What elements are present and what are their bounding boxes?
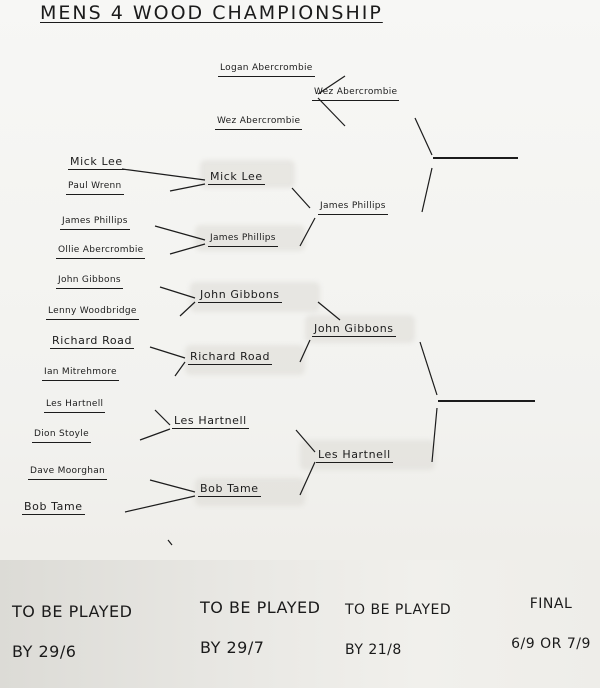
round2-player: Richard Road — [188, 350, 273, 365]
round2-player: John Gibbons — [198, 288, 282, 303]
schedule-date: 6/9 OR 7/9 — [511, 636, 591, 652]
round2-player: Mick Lee — [208, 170, 265, 185]
smudge — [185, 345, 305, 375]
schedule-round1: TO BE PLAYED BY 29/6 — [12, 592, 132, 672]
round2-player: Bob Tame — [198, 482, 261, 497]
schedule-date: BY 29/7 — [200, 638, 265, 657]
schedule-semifinal: TO BE PLAYED BY 21/8 — [345, 590, 451, 670]
round1-player: Richard Road — [50, 334, 135, 349]
semifinal-player: James Phillips — [318, 200, 388, 215]
round1-player: Mick Lee — [68, 155, 125, 170]
schedule-label: FINAL — [529, 596, 573, 612]
schedule-label: TO BE PLAYED — [200, 598, 321, 617]
round2-player: James Phillips — [208, 232, 278, 247]
round2-player: Wez Abercrombie — [312, 86, 400, 101]
schedule-label: TO BE PLAYED — [345, 602, 452, 618]
round1-player: Paul Wrenn — [66, 180, 124, 195]
shadow-band — [0, 560, 600, 688]
semifinal-player: Les Hartnell — [316, 448, 393, 463]
schedule-final: FINAL 6/9 OR 7/9 — [508, 584, 594, 664]
round2-player: Les Hartnell — [172, 414, 249, 429]
page-title: MENS 4 WOOD CHAMPIONSHIP — [40, 2, 383, 24]
schedule-round2: TO BE PLAYED BY 29/7 — [200, 588, 320, 668]
round1-player: Les Hartnell — [44, 398, 106, 413]
round1-player: Dave Moorghan — [28, 465, 108, 480]
smudge — [190, 282, 320, 312]
round1-player: Dion Stoyle — [32, 428, 91, 443]
semifinal-player: John Gibbons — [312, 322, 396, 337]
schedule-date: BY 29/6 — [12, 642, 77, 661]
round1-player: Lenny Woodbridge — [46, 305, 139, 320]
smudge — [300, 440, 435, 470]
round1-player: James Phillips — [60, 215, 130, 230]
smudge — [305, 315, 415, 343]
smudge — [195, 478, 305, 506]
round1-player: Ollie Abercrombie — [56, 244, 146, 259]
round1-player: Ian Mitrehmore — [42, 366, 119, 381]
round1-player: Wez Abercrombie — [215, 115, 303, 130]
schedule-date: BY 21/8 — [345, 642, 402, 658]
round1-player: John Gibbons — [56, 274, 123, 289]
smudge — [200, 160, 295, 188]
round1-player: Bob Tame — [22, 500, 85, 515]
round1-player: Logan Abercrombie — [218, 62, 315, 77]
schedule-label: TO BE PLAYED — [12, 602, 133, 621]
